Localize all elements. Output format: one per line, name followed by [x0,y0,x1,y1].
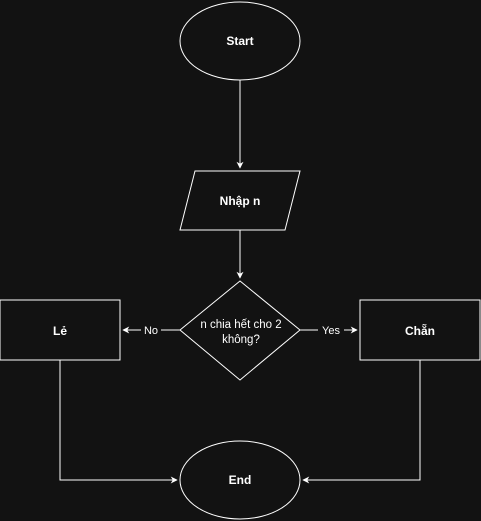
edges [59,80,421,484]
node-decision[interactable]: n chia hết cho 2 không? [179,280,301,381]
decision-diamond [179,280,301,381]
edge-label-no: No [144,325,158,337]
start-ellipse [179,1,301,81]
decision-label-line-1: n chia hết cho 2 [200,319,281,331]
odd-rectangle [0,299,121,361]
input-parallelogram [179,170,301,231]
node-end[interactable]: End [179,440,301,520]
edge-label-yes: Yes [322,325,340,337]
end-ellipse [179,440,301,520]
node-odd[interactable]: Lẻ [0,299,121,361]
edge-label-no-group: No [141,323,161,337]
start-label: Start [226,34,253,48]
end-label: End [229,473,252,487]
node-even[interactable]: Chẵn [359,299,481,361]
even-label: Chẵn [405,323,435,338]
edge-even-to-end [302,360,421,484]
input-label: Nhập n [220,194,261,208]
odd-label: Lẻ [53,324,67,338]
even-rectangle [359,299,481,361]
node-start[interactable]: Start [179,1,301,81]
node-input[interactable]: Nhập n [179,170,301,231]
edge-odd-to-end [59,360,178,484]
decision-label-line-2: không? [222,334,260,346]
edge-label-yes-group: Yes [318,323,344,337]
